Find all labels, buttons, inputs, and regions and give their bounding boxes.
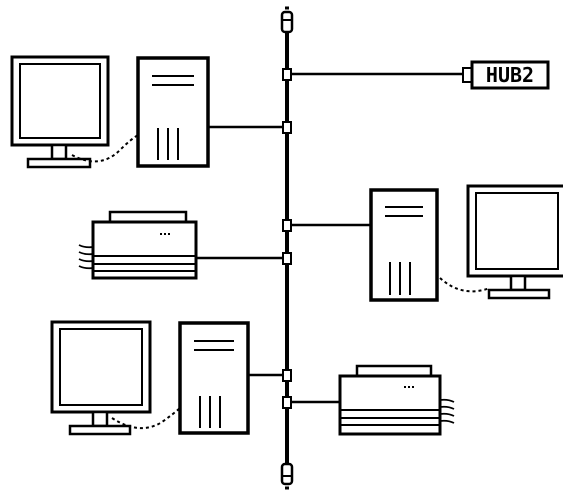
hub-device: HUB2 [462,60,550,90]
printer-cable-wires [439,398,455,424]
backbone-bus [280,6,294,490]
printer-icon [91,210,198,280]
monitor-icon [10,55,110,169]
monitor-icon [50,320,152,436]
server-tower-icon [369,188,439,302]
server-tower-icon [136,56,210,168]
top-terminator [280,6,294,34]
tap-connector-server-1 [282,121,292,134]
drop-cables [196,72,463,404]
tap-connector-hub [282,68,292,81]
printer-icon [338,364,442,436]
tap-connector-printer-1 [282,252,292,265]
tap-connector-server-3 [282,369,292,382]
monitor-cable [439,277,491,293]
hub-label: HUB2 [486,63,534,87]
bottom-terminator [280,462,294,490]
server-tower-icon [178,321,250,435]
printer-cable-wires [78,244,94,270]
monitor-icon [466,184,563,300]
tap-connector-printer-2 [282,396,292,409]
tap-connector-server-2 [282,219,292,232]
